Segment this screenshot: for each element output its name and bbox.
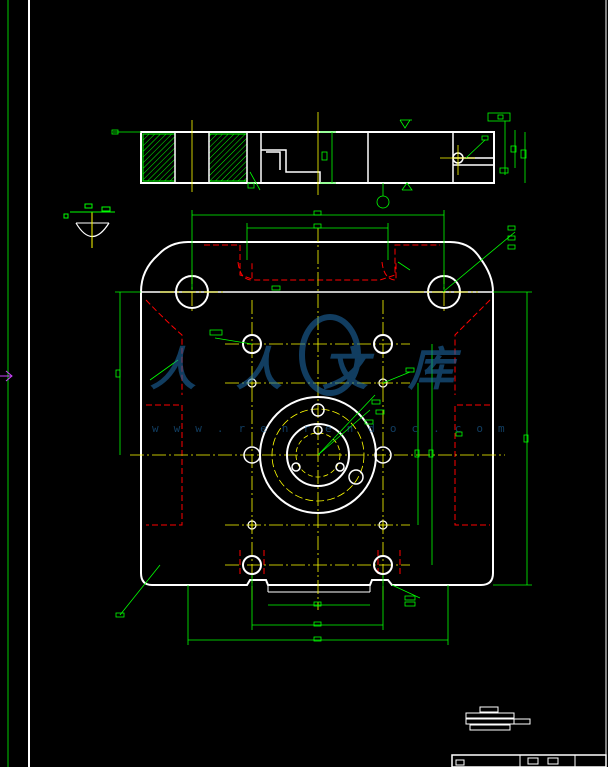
bolt-holes-corner (242, 334, 393, 575)
watermark-brand: 人人文库 (150, 342, 494, 396)
center-boss-inner (286, 423, 350, 487)
title-block (451, 754, 607, 767)
arrow-pointer-icon[interactable] (0, 370, 13, 382)
centerlines (130, 228, 505, 610)
section-view-top (111, 112, 527, 209)
plan-view-main (115, 210, 532, 645)
die-plate-outline (140, 241, 494, 586)
watermark: 人人文库 www.renrendoc.com (150, 314, 520, 435)
revision-notes (465, 706, 531, 731)
bolt-holes-center (243, 403, 392, 485)
hidden-lines (145, 244, 491, 575)
dimension-lines-plan (115, 210, 532, 645)
pin-holes (247, 378, 388, 530)
dimension-lines-top (111, 112, 527, 209)
hatched-region-center (208, 133, 248, 182)
watermark-url: www.renrendoc.com (152, 422, 520, 435)
drawing-frame (7, 0, 607, 767)
section-view-symbol (63, 203, 115, 248)
hatched-region-left (142, 133, 176, 182)
